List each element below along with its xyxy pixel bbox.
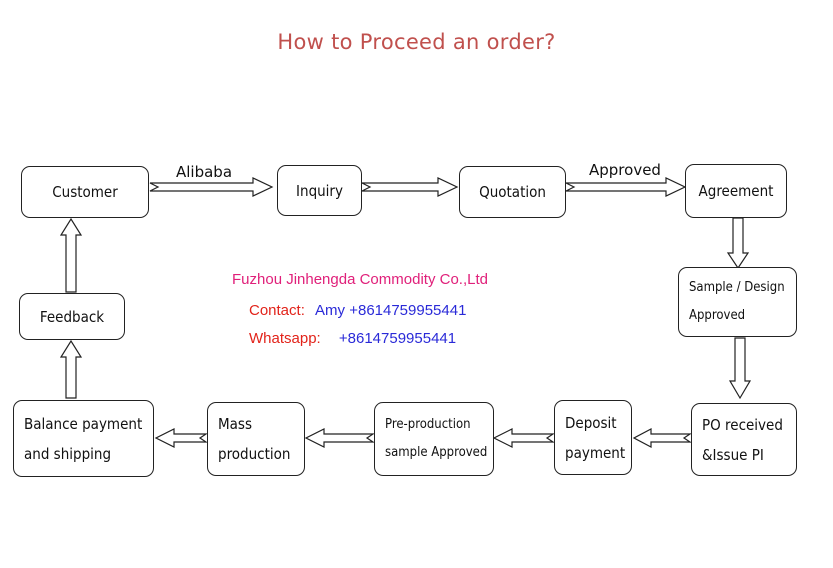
contact-label: Contact: [249,302,305,319]
node-agreement-label: Agreement [698,182,774,200]
company-name: Fuzhou Jinhengda Commodity Co.,Ltd [232,271,488,288]
node-deposit-payment: Deposit payment [554,400,632,475]
node-feedback: Feedback [19,293,125,340]
whatsapp-value: +8614759955441 [338,330,457,347]
node-customer: Customer [21,166,149,218]
arrow-agreement-sample [726,217,750,270]
whatsapp-label: Whatsapp: [249,330,321,347]
contact-value: Amy +8614759955441 [315,302,467,319]
contact-row: Contact: Amy +8614759955441 [249,302,466,319]
edge-label-alibaba: Alibaba [176,163,233,181]
node-agreement: Agreement [685,164,787,218]
edge-label-approved: Approved [589,161,661,179]
node-sample-line2: Approved [689,308,746,323]
node-balance-line2: and shipping [24,444,112,463]
node-preproduction-line1: Pre-production [385,417,471,433]
node-preproduction: Pre-production sample Approved [374,402,494,476]
node-feedback-label: Feedback [39,307,105,326]
node-quotation: Quotation [459,166,566,218]
node-sample-line1: Sample / Design [689,280,785,296]
node-inquiry: Inquiry [277,165,362,216]
diagram-title: How to Proceed an order? [277,30,556,54]
arrow-sample-po [728,337,752,400]
arrow-deposit-preproduction [492,428,555,448]
node-quotation-label: Quotation [479,183,546,201]
node-balance-shipping: Balance payment and shipping [13,400,154,477]
node-mass-line1: Mass [218,415,252,433]
node-po-received: PO received &Issue PI [691,403,797,476]
arrow-customer-inquiry [149,177,274,197]
node-deposit-line2: payment [565,443,626,462]
node-mass-production: Mass production [207,402,305,476]
whatsapp-row: Whatsapp: +8614759955441 [249,330,456,347]
node-deposit-line1: Deposit [565,413,617,432]
arrow-feedback-customer [59,217,83,293]
node-po-line1: PO received [702,415,783,434]
node-balance-line1: Balance payment [24,414,143,433]
arrow-inquiry-quotation [361,177,459,197]
node-inquiry-label: Inquiry [296,181,343,200]
arrow-mass-balance [154,428,208,448]
arrow-po-deposit [632,428,692,448]
arrow-quotation-agreement [565,177,687,197]
node-po-line2: &Issue PI [702,445,764,464]
node-mass-line2: production [218,445,291,463]
arrow-balance-feedback [59,339,83,399]
node-preproduction-line2: sample Approved [385,445,488,460]
node-customer-label: Customer [52,183,118,201]
node-sample-design: Sample / Design Approved [678,267,797,337]
arrow-preproduction-mass [304,428,375,448]
